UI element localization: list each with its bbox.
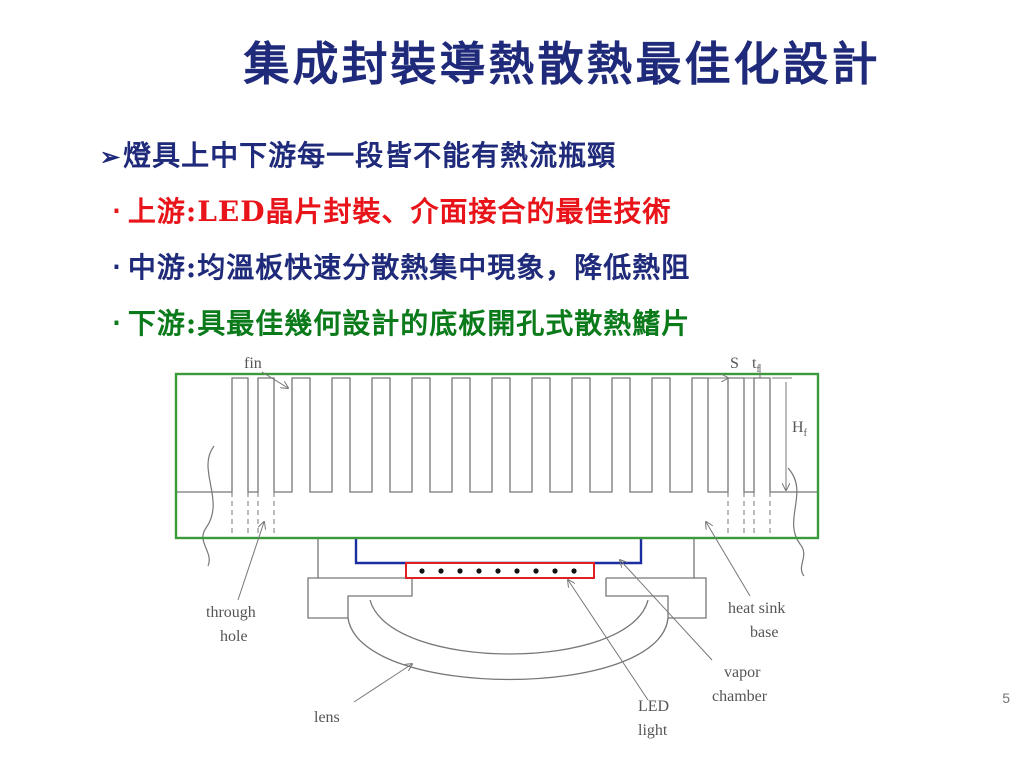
label-led-light-1: LED bbox=[638, 698, 669, 715]
bullet-upstream-text: 上游:LED晶片封裝、介面接合的最佳技術 bbox=[127, 195, 672, 228]
dot-bullet: ‧ bbox=[112, 251, 122, 284]
slide-title: 集成封裝導熱散熱最佳化設計 bbox=[243, 37, 881, 91]
label-led-light-2: light bbox=[638, 722, 668, 739]
leader-lines bbox=[237, 371, 751, 703]
housing bbox=[307, 538, 707, 619]
label-through-hole-2: hole bbox=[220, 628, 248, 645]
dot-bullet: ‧ bbox=[112, 195, 122, 228]
through-holes bbox=[231, 492, 771, 538]
label-heat-sink-base-1: heat sink bbox=[728, 600, 785, 617]
label-lens: lens bbox=[314, 709, 340, 726]
page-number: 5 bbox=[1002, 690, 1010, 706]
break-lines bbox=[202, 445, 805, 577]
bullet-upstream: ‧上游:LED晶片封裝、介面接合的最佳技術 bbox=[112, 190, 672, 230]
label-tf: tf bbox=[752, 355, 760, 375]
vapor-chamber bbox=[354, 538, 643, 565]
label-vapor-chamber-2: chamber bbox=[712, 688, 768, 705]
label-hf: Hf bbox=[792, 419, 808, 439]
label-fin: fin bbox=[244, 355, 262, 372]
bullet-downstream: ‧下游:具最佳幾何設計的底板開孔式散熱鰭片 bbox=[112, 302, 690, 342]
bullet-midstream-text: 中游:均溫板快速分散熱集中現象，降低熱阻 bbox=[127, 251, 691, 284]
bullet-main-text: 燈具上中下游每一段皆不能有熱流瓶頸 bbox=[123, 139, 617, 172]
arrow-bullet-icon: ➢ bbox=[100, 142, 122, 171]
led-chips bbox=[419, 568, 577, 574]
heat-sink-fins bbox=[176, 377, 818, 493]
heat-sink-outline bbox=[174, 372, 820, 540]
label-vapor-chamber-1: vapor bbox=[724, 664, 761, 681]
label-s: S bbox=[730, 355, 739, 372]
bullet-downstream-text: 下游:具最佳幾何設計的底板開孔式散熱鰭片 bbox=[127, 307, 691, 340]
label-through-hole-1: through bbox=[206, 604, 256, 621]
dot-bullet: ‧ bbox=[112, 307, 122, 340]
dimension-marks bbox=[708, 364, 792, 493]
bullet-midstream: ‧中游:均溫板快速分散熱集中現象，降低熱阻 bbox=[112, 246, 690, 286]
label-heat-sink-base-2: base bbox=[750, 624, 778, 641]
lens bbox=[347, 599, 669, 681]
bullet-main: ➢燈具上中下游每一段皆不能有熱流瓶頸 bbox=[100, 134, 616, 174]
